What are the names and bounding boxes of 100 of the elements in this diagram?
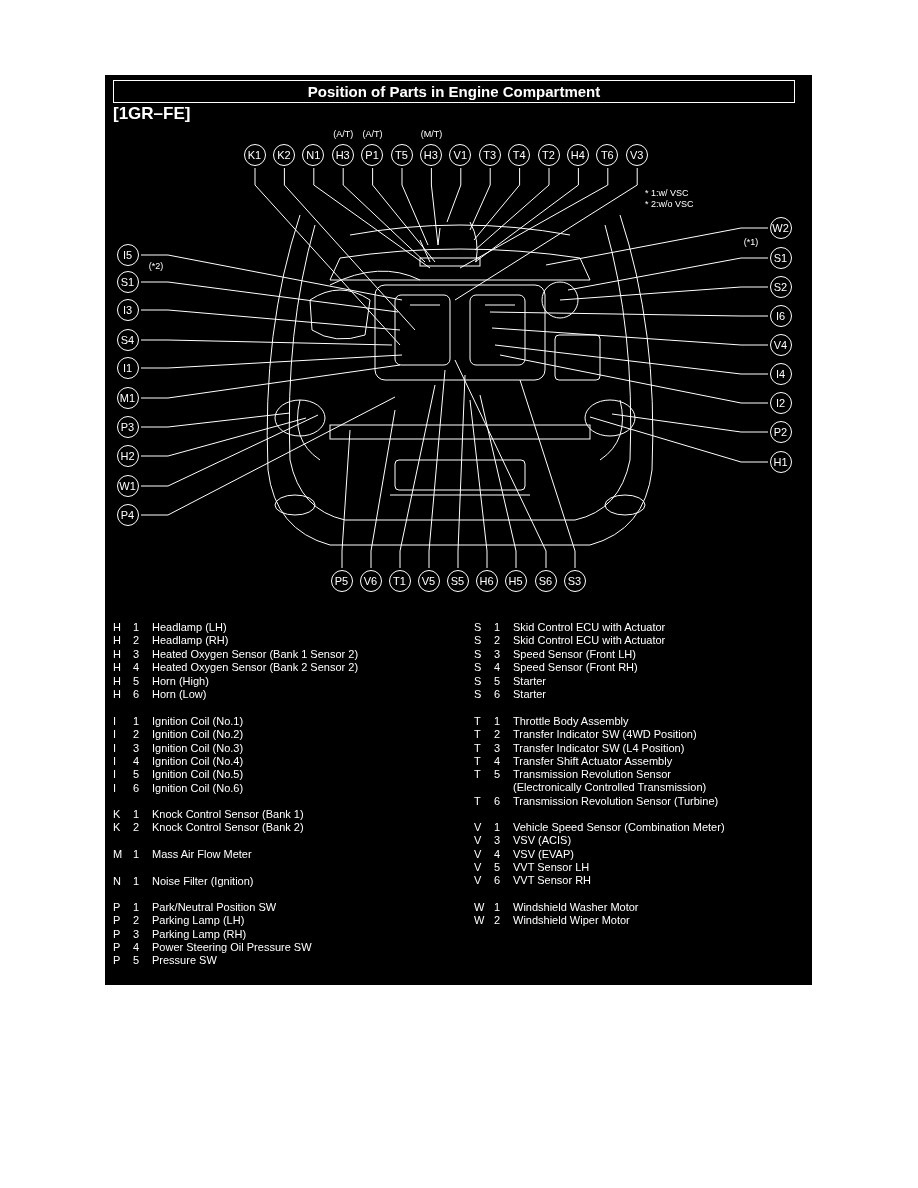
part-name: Transfer Indicator SW (4WD Position)	[513, 728, 697, 741]
part-code-letter: K	[113, 821, 121, 834]
part-code-letter: H	[113, 688, 121, 701]
part-code-letter: I	[113, 728, 117, 741]
part-name: Windshield Washer Motor	[513, 901, 639, 914]
part-code-letter: I	[113, 755, 117, 768]
leader-line	[469, 399, 488, 569]
leader-line	[140, 254, 403, 301]
part-code-number: 5	[494, 675, 501, 688]
part-code-number: 4	[494, 848, 501, 861]
part-name: Knock Control Sensor (Bank 1)	[152, 808, 304, 821]
part-code-letter: I	[113, 715, 117, 728]
callout-note: (*1)	[743, 237, 759, 247]
leader-line	[519, 379, 576, 569]
part-code-number: 1	[494, 715, 501, 728]
part-name: Ignition Coil (No.4)	[152, 755, 244, 768]
leader-line	[283, 167, 416, 331]
part-code-number: 3	[494, 834, 501, 847]
part-code-letter: S	[474, 675, 482, 688]
leader-line	[341, 429, 351, 569]
leader-line	[430, 167, 439, 246]
part-name: Skid Control ECU with Actuator	[513, 621, 666, 634]
leader-line	[567, 257, 769, 291]
part-code-letter: V	[474, 874, 482, 887]
part-name: Headlamp (LH)	[152, 621, 227, 634]
part-code-letter: T	[474, 715, 481, 728]
part-code-number: 5	[133, 768, 140, 781]
leader-line	[489, 311, 769, 317]
part-code-number: 6	[494, 688, 501, 701]
part-code-letter: S	[474, 661, 482, 674]
part-code-letter: P	[113, 954, 121, 967]
part-code-letter: S	[474, 648, 482, 661]
part-code-letter: I	[113, 742, 117, 755]
leader-line	[140, 417, 307, 457]
part-code-letter: T	[474, 742, 481, 755]
part-name: Windshield Wiper Motor	[513, 914, 630, 927]
leader-line	[313, 167, 431, 269]
part-name: Ignition Coil (No.3)	[152, 742, 244, 755]
part-code-letter: I	[113, 768, 117, 781]
leader-line	[559, 286, 769, 301]
part-code-number: 2	[494, 914, 501, 927]
leader-line	[474, 167, 579, 263]
part-code-number: 6	[494, 874, 501, 887]
footnote: * 2:w/o VSC	[645, 199, 694, 209]
part-code-number: 2	[494, 728, 501, 741]
part-name: Mass Air Flow Meter	[152, 848, 252, 861]
part-code-letter: N	[113, 875, 121, 888]
leader-line	[342, 167, 426, 263]
part-name: Ignition Coil (No.5)	[152, 768, 244, 781]
part-name: Headlamp (RH)	[152, 634, 229, 647]
part-code-number: 5	[494, 861, 501, 874]
part-name: Starter	[513, 688, 546, 701]
leader-line	[474, 167, 550, 251]
part-code-letter: V	[474, 821, 482, 834]
callout-note: (A/T)	[333, 129, 354, 139]
part-code-letter: W	[474, 901, 485, 914]
leader-line	[589, 416, 769, 463]
part-code-number: 1	[133, 848, 140, 861]
leader-line	[611, 413, 769, 433]
part-name: VSV (ACIS)	[513, 834, 572, 847]
part-code-number: 6	[494, 795, 501, 808]
callout-note: (*2)	[148, 261, 164, 271]
part-name: Starter	[513, 675, 546, 688]
leader-line	[372, 167, 436, 263]
part-name: Throttle Body Assembly	[513, 715, 629, 728]
part-code-letter: P	[113, 901, 121, 914]
leader-line	[457, 374, 466, 569]
part-code-number: 2	[133, 728, 140, 741]
part-name: Transfer Indicator SW (L4 Position)	[513, 742, 685, 755]
part-code-number: 4	[133, 941, 140, 954]
engine-code-heading: [1GR–FE]	[113, 104, 191, 124]
part-name: VVT Sensor LH	[513, 861, 590, 874]
leader-line	[254, 167, 401, 346]
leader-line	[491, 327, 769, 346]
part-name: Noise Filter (Ignition)	[152, 875, 254, 888]
part-name: Horn (Low)	[152, 688, 207, 701]
part-name: Horn (High)	[152, 675, 209, 688]
part-name: VSV (EVAP)	[513, 848, 574, 861]
part-code-letter: V	[474, 861, 482, 874]
callout-note: (A/T)	[362, 129, 383, 139]
leader-line	[140, 412, 291, 428]
part-name: Skid Control ECU with Actuator	[513, 634, 666, 647]
leader-line	[401, 167, 429, 246]
part-code-number: 2	[133, 914, 140, 927]
part-code-number: 1	[133, 715, 140, 728]
part-name: Park/Neutral Position SW	[152, 901, 277, 914]
part-code-number: 1	[133, 901, 140, 914]
part-name: Speed Sensor (Front LH)	[513, 648, 636, 661]
leader-line	[428, 369, 446, 569]
part-code-letter: T	[474, 728, 481, 741]
part-code-letter: T	[474, 755, 481, 768]
part-code-letter: M	[113, 848, 123, 861]
leader-line	[459, 167, 609, 269]
part-code-number: 5	[494, 768, 501, 781]
part-name: Transmission Revolution Sensor (Electronically Controlled Transmission)	[513, 768, 708, 794]
part-name: Transfer Shift Actuator Assembly	[513, 755, 673, 768]
part-code-number: 4	[133, 755, 140, 768]
leader-line	[469, 167, 491, 231]
part-code-number: 3	[133, 928, 140, 941]
leader-line	[446, 167, 462, 223]
